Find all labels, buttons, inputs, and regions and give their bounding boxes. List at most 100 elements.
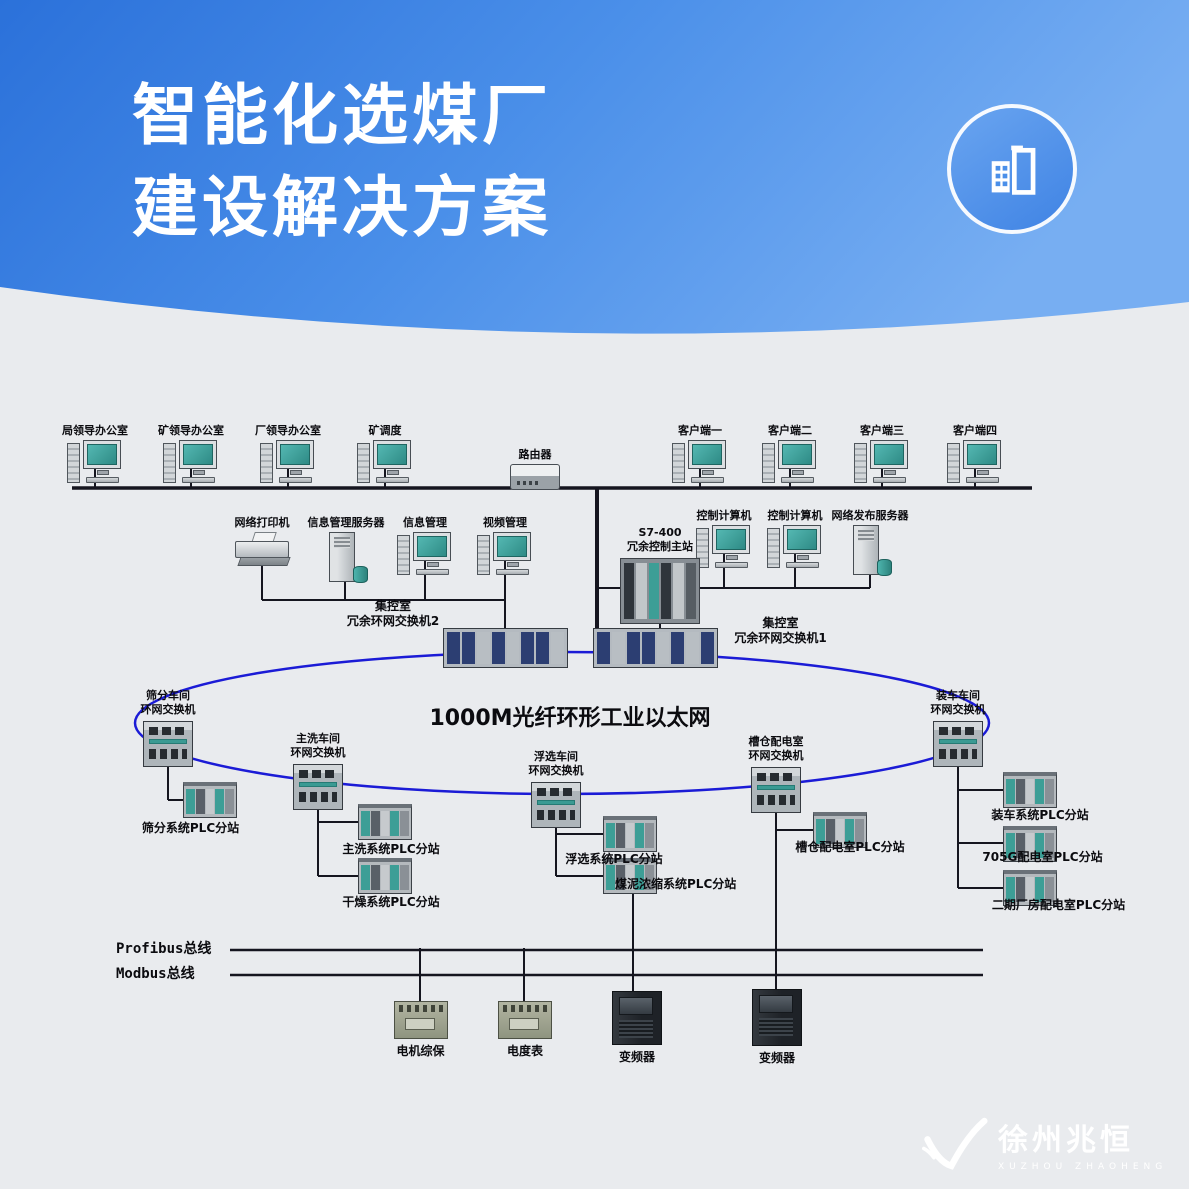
- label-line: 环网交换机: [290, 746, 346, 760]
- node-label: 客户端一: [678, 424, 722, 437]
- server-node: 信息管理服务器: [296, 516, 396, 584]
- node-label: 电机综保: [396, 1044, 445, 1058]
- workstation-node: 视频管理: [460, 516, 550, 578]
- node-label: 信息管理: [403, 516, 447, 529]
- desktop-computer-icon: [477, 532, 533, 578]
- page-title: 智能化选煤厂 建设解决方案: [132, 70, 552, 255]
- workstation-node: 客户端三: [837, 424, 927, 486]
- brand-name-en: XUZHOU ZHAOHENG: [998, 1161, 1168, 1172]
- desktop-computer-icon: [67, 440, 123, 486]
- energy-meter-node: 电度表: [484, 1001, 566, 1060]
- meter-icon: [498, 1001, 552, 1039]
- desktop-computer-icon: [767, 525, 823, 571]
- workstation-node: 矿调度: [340, 424, 430, 486]
- label-line: 环网交换机: [930, 703, 986, 717]
- ring-switch-node: 主洗车间 环网交换机: [268, 732, 368, 810]
- node-label: 客户端三: [860, 424, 904, 437]
- printer-icon: [233, 532, 291, 570]
- plc-station-label: 二期厂房配电室PLC分站: [991, 898, 1126, 912]
- web-server-node: 网络发布服务器: [820, 509, 920, 577]
- node-label: 信息管理服务器: [307, 516, 385, 529]
- inverter-node: 变频器: [598, 991, 676, 1066]
- s7-label-line1: S7-400: [638, 526, 682, 539]
- ring-switch-icon: [143, 720, 193, 767]
- node-label: 矿领导办公室: [158, 424, 224, 437]
- profibus-label: Profibus总线: [116, 941, 212, 957]
- node-label: 变频器: [758, 1051, 795, 1065]
- node-label: 客户端四: [953, 424, 997, 437]
- workstation-node: 客户端二: [745, 424, 835, 486]
- label-line: 集控室: [374, 599, 411, 613]
- building-icon: [991, 145, 1036, 195]
- label-line: 冗余环网交换机2: [346, 614, 440, 628]
- plc-station-label: 装车系统PLC分站: [991, 808, 1089, 822]
- plc-station-label: 浮选系统PLC分站: [565, 852, 663, 866]
- label-line: 冗余环网交换机1: [734, 631, 827, 645]
- plc-rack-icon: [1003, 870, 1057, 906]
- core-ring-switch-icon: [593, 628, 718, 668]
- brand-swoosh-icon: [922, 1117, 988, 1170]
- inverter-icon: [612, 991, 662, 1045]
- node-label: 主洗车间 环网交换机: [268, 732, 368, 761]
- plc-rack-icon: [813, 812, 867, 848]
- desktop-computer-icon: [762, 440, 818, 486]
- inverter-node: 变频器: [740, 989, 814, 1067]
- label-line: 浮选车间: [534, 750, 578, 763]
- ring-switch-node: 筛分车间 环网交换机: [118, 689, 218, 767]
- desktop-computer-icon: [357, 440, 413, 486]
- plc-rack-icon: [358, 858, 412, 894]
- node-label: 变频器: [618, 1050, 655, 1064]
- control-computer-node: 控制计算机: [679, 509, 769, 571]
- header-wave-background: [0, 0, 1189, 334]
- plc-rack-icon: [1003, 772, 1057, 808]
- inverter-icon: [752, 989, 802, 1046]
- ring-switch-node: 装车车间 环网交换机: [908, 689, 1008, 767]
- workstation-node: 厂领导办公室: [243, 424, 333, 486]
- desktop-computer-icon: [854, 440, 910, 486]
- node-label: 视频管理: [483, 516, 527, 529]
- node-label: 路由器: [518, 448, 552, 461]
- plc-station-label: 主洗系统PLC分站: [342, 842, 440, 856]
- core-switch-right-label: 集控室 冗余环网交换机1: [718, 616, 843, 646]
- title-line-2: 建设解决方案: [132, 169, 552, 247]
- ring-switch-icon: [293, 763, 343, 810]
- node-label: 控制计算机: [696, 509, 752, 522]
- workstation-node: 信息管理: [380, 516, 470, 578]
- desktop-computer-icon: [397, 532, 453, 578]
- workstation-node: 局领导办公室: [50, 424, 140, 486]
- plc-station-label: 705G配电室PLC分站: [982, 850, 1103, 864]
- label-line: 槽仓配电室: [748, 735, 804, 748]
- router-node: 路由器: [495, 448, 575, 491]
- desktop-computer-icon: [260, 440, 316, 486]
- ring-switch-icon: [751, 766, 801, 813]
- control-computer-node: 控制计算机: [750, 509, 840, 571]
- desktop-computer-icon: [696, 525, 752, 571]
- label-line: 装车车间: [936, 689, 980, 702]
- node-label: 电度表: [506, 1044, 543, 1058]
- brand-text: 徐州兆恒 XUZHOU ZHAOHENG: [998, 1115, 1167, 1172]
- router-icon: [510, 464, 560, 491]
- plc-rack-icon: [620, 557, 700, 624]
- workstation-node: 客户端四: [930, 424, 1020, 486]
- plc-rack-icon: [603, 816, 657, 852]
- workstation-node: 矿领导办公室: [146, 424, 236, 486]
- core-ring-switch-icon: [443, 628, 568, 668]
- node-label: 浮选车间 环网交换机: [506, 750, 606, 779]
- footer-brand: 徐州兆恒 XUZHOU ZHAOHENG: [922, 1112, 1167, 1174]
- server-icon: [847, 525, 893, 577]
- ring-switch-node: 浮选车间 环网交换机: [506, 750, 606, 828]
- node-label: 客户端二: [768, 424, 812, 437]
- desktop-computer-icon: [672, 440, 728, 486]
- s7-400-master-node: S7-400 冗余控制主站: [605, 526, 715, 624]
- plc-rack-icon: [183, 782, 237, 818]
- plc-station-label: 干燥系统PLC分站: [342, 895, 440, 909]
- label-line: 集控室: [762, 616, 799, 630]
- plc-station-label: 煤泥浓缩系统PLC分站: [615, 877, 737, 891]
- s7-label-line2: 冗余控制主站: [627, 540, 693, 554]
- node-label: 筛分车间 环网交换机: [118, 689, 218, 718]
- plc-rack-icon: [603, 858, 657, 894]
- node-label: 局领导办公室: [62, 424, 128, 437]
- ring-switch-icon: [933, 720, 983, 767]
